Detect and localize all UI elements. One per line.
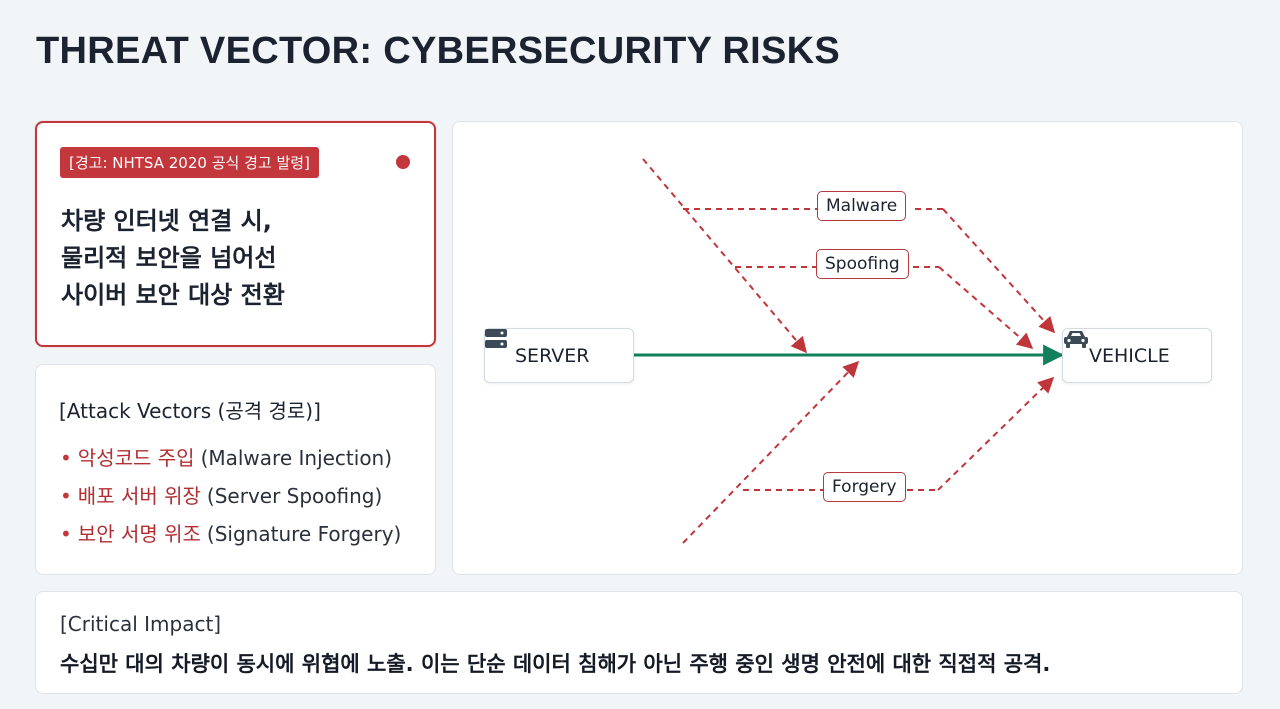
threat-label-malware: Malware xyxy=(817,191,907,221)
threat-label-forgery: Forgery xyxy=(823,472,906,502)
list-item: •배포 서버 위장(Server Spoofing) xyxy=(60,477,401,515)
server-label: SERVER xyxy=(515,344,590,367)
attack-vectors-card: [Attack Vectors (공격 경로)] •악성코드 주입(Malwar… xyxy=(35,364,436,575)
critical-impact-card: [Critical Impact] 수십만 대의 차량이 동시에 위협에 노출.… xyxy=(35,591,1243,694)
threat-line-upper-diagonal xyxy=(642,158,808,354)
warning-badge: [경고: NHTSA 2020 공식 경고 발령] xyxy=(60,147,319,178)
vector-name-en: (Server Spoofing) xyxy=(206,484,383,508)
critical-impact-text: 수십만 대의 차량이 동시에 위협에 노출. 이는 단순 데이터 침해가 아닌 … xyxy=(60,652,1051,676)
warning-line: 차량 인터넷 연결 시, xyxy=(61,207,272,235)
vector-name-ko: 배포 서버 위장 xyxy=(77,484,201,508)
vector-name-ko: 악성코드 주입 xyxy=(77,446,195,470)
list-item: •보안 서명 위조(Signature Forgery) xyxy=(60,515,401,553)
warning-card: [경고: NHTSA 2020 공식 경고 발령] 차량 인터넷 연결 시, 물… xyxy=(35,121,436,347)
warning-line: 물리적 보안을 넘어선 xyxy=(61,244,277,272)
warning-message: 차량 인터넷 연결 시, 물리적 보안을 넘어선 사이버 보안 대상 전환 xyxy=(61,203,285,314)
warning-line: 사이버 보안 대상 전환 xyxy=(61,281,285,309)
threat-line-malware-diagonal xyxy=(942,208,1056,334)
list-item: •악성코드 주입(Malware Injection) xyxy=(60,439,401,477)
attack-vectors-heading: [Attack Vectors (공격 경로)] xyxy=(59,399,321,423)
alert-dot-icon xyxy=(396,155,410,169)
bullet-icon: • xyxy=(60,446,72,470)
vector-name-en: (Malware Injection) xyxy=(200,446,393,470)
threat-diagram: SERVER VEHICLE Malware Spoofing Forgery xyxy=(452,121,1243,575)
threat-line-lower-diagonal xyxy=(682,360,860,544)
vehicle-label: VEHICLE xyxy=(1089,344,1170,367)
attack-vectors-list: •악성코드 주입(Malware Injection) •배포 서버 위장(Se… xyxy=(60,439,401,553)
threat-label-spoofing: Spoofing xyxy=(816,249,909,279)
bullet-icon: • xyxy=(60,484,72,508)
bullet-icon: • xyxy=(60,522,72,546)
server-node: SERVER xyxy=(484,328,634,383)
threat-diagram-lines xyxy=(634,158,1065,544)
threat-line-spoofing-diagonal xyxy=(938,266,1034,350)
vector-name-ko: 보안 서명 위조 xyxy=(77,522,201,546)
page-title: THREAT VECTOR: CYBERSECURITY RISKS xyxy=(36,30,841,72)
vehicle-node: VEHICLE xyxy=(1062,328,1212,383)
vector-name-en: (Signature Forgery) xyxy=(206,522,402,546)
critical-impact-heading: [Critical Impact] xyxy=(60,612,222,636)
threat-line-forgery-diagonal xyxy=(937,376,1055,491)
